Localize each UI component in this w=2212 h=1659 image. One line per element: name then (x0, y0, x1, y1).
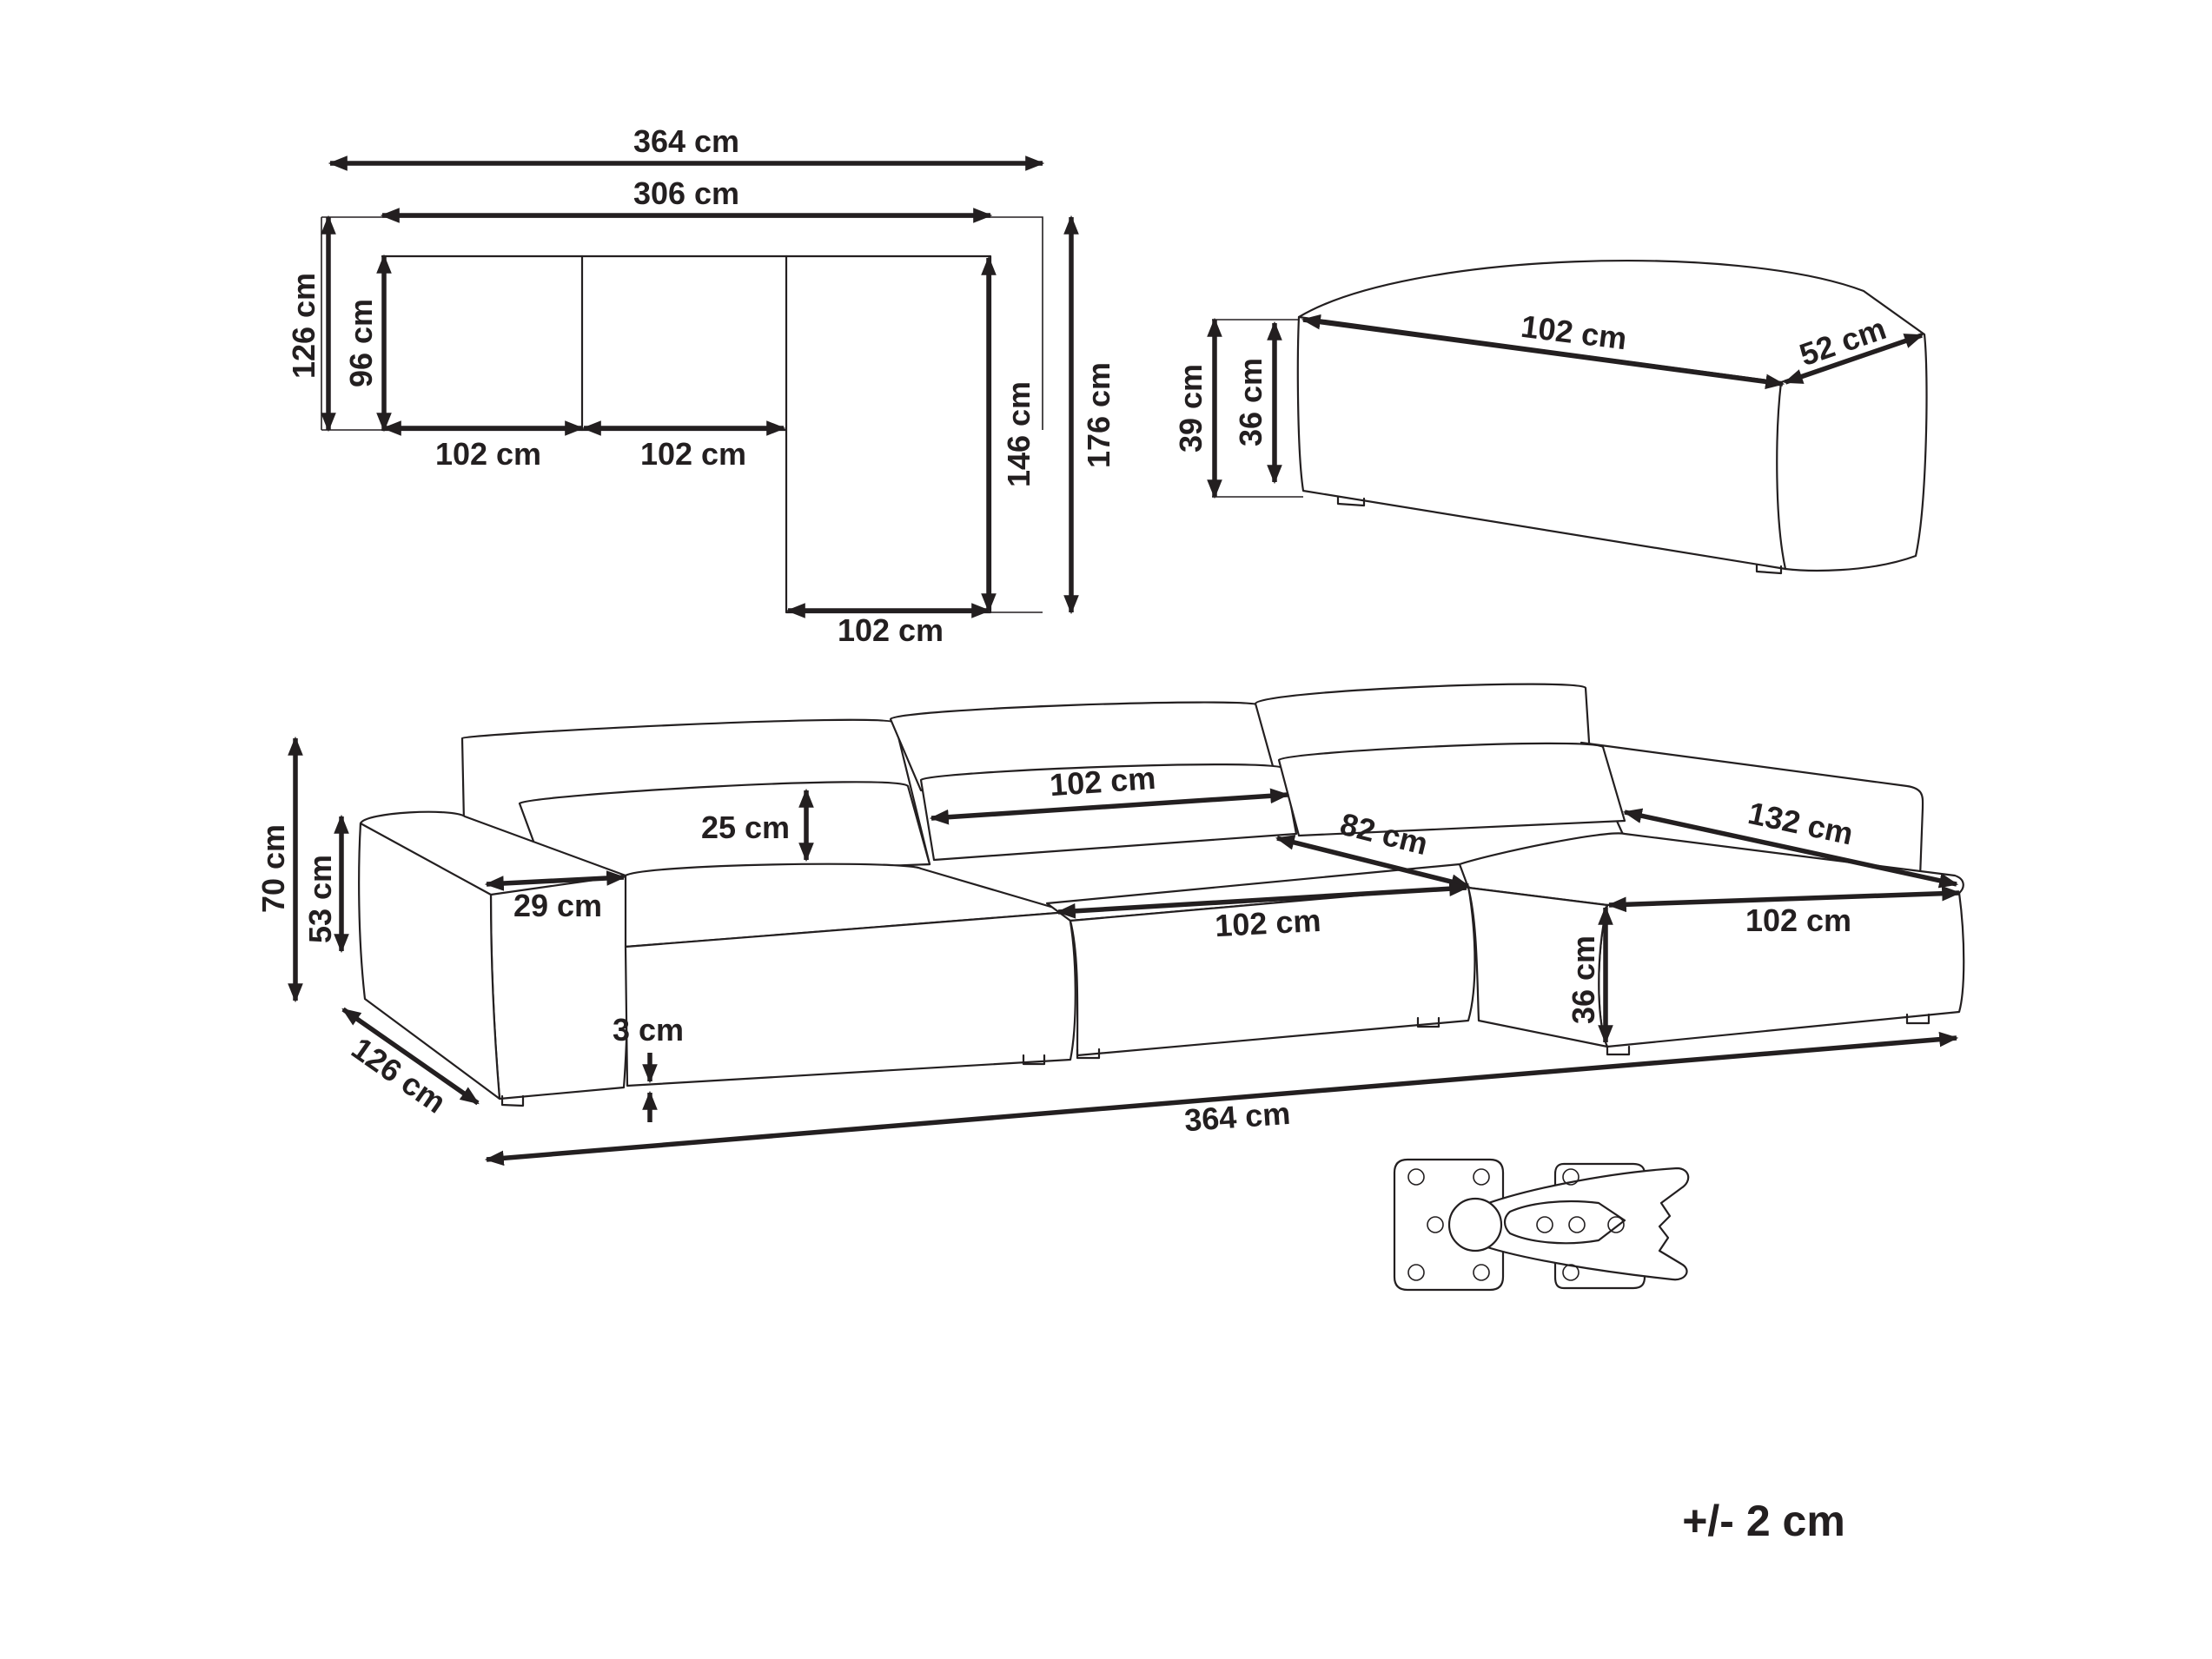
ottoman-depth-arrow (1783, 333, 1924, 385)
chaise-inner-depth-arrow (1275, 835, 1471, 889)
front-view: 70 cm 53 cm 25 cm 102 cm 82 cm 132 cm 29… (255, 683, 1965, 1167)
screw-icon (1473, 1168, 1490, 1186)
screw-icon (1427, 1216, 1444, 1233)
depth-arrow (341, 1007, 480, 1106)
bracket-plate-left (1393, 1158, 1505, 1292)
screw-icon (1536, 1216, 1553, 1233)
armrest-width-label: 29 cm (513, 888, 602, 923)
top-view-outline (321, 216, 1043, 614)
cushion-right (1277, 742, 1626, 837)
seat-module-width-arrow (1056, 881, 1469, 919)
ottoman-corner-edge (1776, 380, 1787, 571)
top-view: 364 cm 306 cm 126 cm 96 cm 102 cm 102 cm… (286, 123, 1116, 648)
chaise-seat-width-label: 102 cm (1745, 902, 1851, 938)
seat-height-label: 53 cm (302, 855, 338, 943)
bracket-plate-right (1553, 1162, 1646, 1290)
seat-depth-label: 96 cm (343, 299, 379, 387)
chaise-length-arrow (1622, 808, 1959, 889)
screw-icon (1562, 1264, 1580, 1281)
ottoman-outline (1296, 260, 1928, 572)
chaise-leg-2 (1905, 1013, 1931, 1025)
depth-left-label: 126 cm (286, 273, 321, 379)
seat-left-top (624, 863, 1070, 948)
screw-icon (1407, 1264, 1425, 1281)
seat-leg-3 (1416, 1016, 1440, 1028)
module-width-2-label: 102 cm (640, 436, 746, 472)
connector-bracket-detail (1393, 1158, 1690, 1292)
screw-icon (1562, 1168, 1580, 1186)
chaise-total-length-label: 176 cm (1081, 362, 1116, 468)
bracket-slot (1503, 1200, 1626, 1245)
leg-height-label: 3 cm (613, 1012, 684, 1048)
seat-width-label: 306 cm (633, 175, 739, 211)
cushion-height-label: 25 cm (701, 810, 790, 845)
overall-width-label: 364 cm (633, 123, 739, 159)
seat-module-width-label: 102 cm (1214, 902, 1321, 943)
bracket-pivot (1447, 1197, 1503, 1253)
ottoman-seat-height-label: 36 cm (1233, 358, 1268, 446)
screw-icon (1473, 1264, 1490, 1281)
chaise-leg-1 (1606, 1045, 1631, 1056)
ottoman-height-label: 39 cm (1173, 364, 1209, 453)
cushion-left (518, 781, 931, 881)
backrest-module-width-label: 102 cm (1049, 760, 1157, 803)
tolerance-label: +/- 2 cm (1682, 1497, 1845, 1545)
chaise-width-label: 102 cm (838, 612, 944, 648)
total-height-label: 70 cm (255, 824, 291, 913)
backrest-module-width-arrow (929, 788, 1290, 825)
chaise-seat-width-arrow (1606, 885, 1962, 913)
front-overall-width-arrow (484, 1031, 1959, 1167)
screw-icons (1407, 1168, 1625, 1281)
ottoman-view: 102 cm 52 cm 39 cm 36 cm (1173, 260, 1928, 575)
ottoman-width-arrow (1301, 314, 1785, 390)
screw-icon (1568, 1216, 1586, 1233)
armrest-width-arrow (484, 870, 626, 891)
front-overall-width-label: 364 cm (1183, 1095, 1292, 1138)
module-width-1-label: 102 cm (435, 436, 541, 472)
ottoman-leg-1 (1336, 495, 1366, 507)
chaise-height-label: 36 cm (1566, 935, 1601, 1024)
screw-icon (1607, 1216, 1625, 1233)
seat-middle-front (1069, 884, 1476, 1057)
ottoman-leg-2 (1755, 563, 1783, 575)
screw-icon (1407, 1168, 1425, 1186)
chaise-inner-length-label: 146 cm (1001, 381, 1036, 487)
